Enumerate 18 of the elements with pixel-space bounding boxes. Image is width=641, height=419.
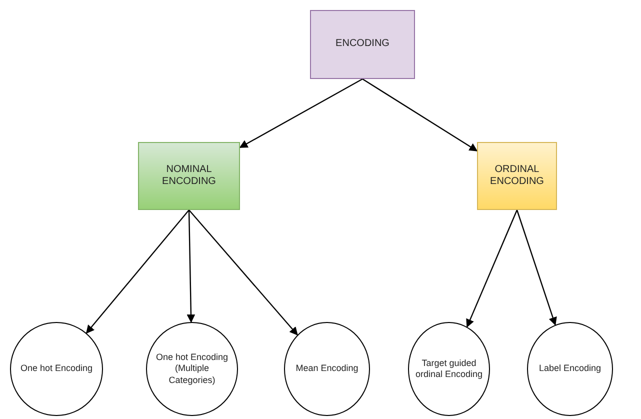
node-label: Label Encoding xyxy=(538,363,602,375)
node-label: Mean Encoding xyxy=(296,363,358,375)
arrow xyxy=(186,210,196,323)
arrow xyxy=(362,78,478,152)
arrow xyxy=(516,210,557,326)
process-box xyxy=(477,142,557,210)
arrow xyxy=(86,210,190,334)
process-box xyxy=(310,10,415,79)
node-label: Target guided ordinal Encoding xyxy=(414,358,484,380)
process-box xyxy=(138,142,240,210)
node-label: ORDINAL ENCODING xyxy=(489,164,545,188)
node-label: One hot Encoding xyxy=(20,363,93,375)
node-label: ENCODING xyxy=(336,38,390,51)
arrow xyxy=(466,210,518,328)
arrow xyxy=(188,210,298,336)
node-label: One hot Encoding (Multiple Categories) xyxy=(154,352,230,386)
arrow xyxy=(239,78,363,148)
node-label: NOMINAL ENCODING xyxy=(161,164,217,188)
